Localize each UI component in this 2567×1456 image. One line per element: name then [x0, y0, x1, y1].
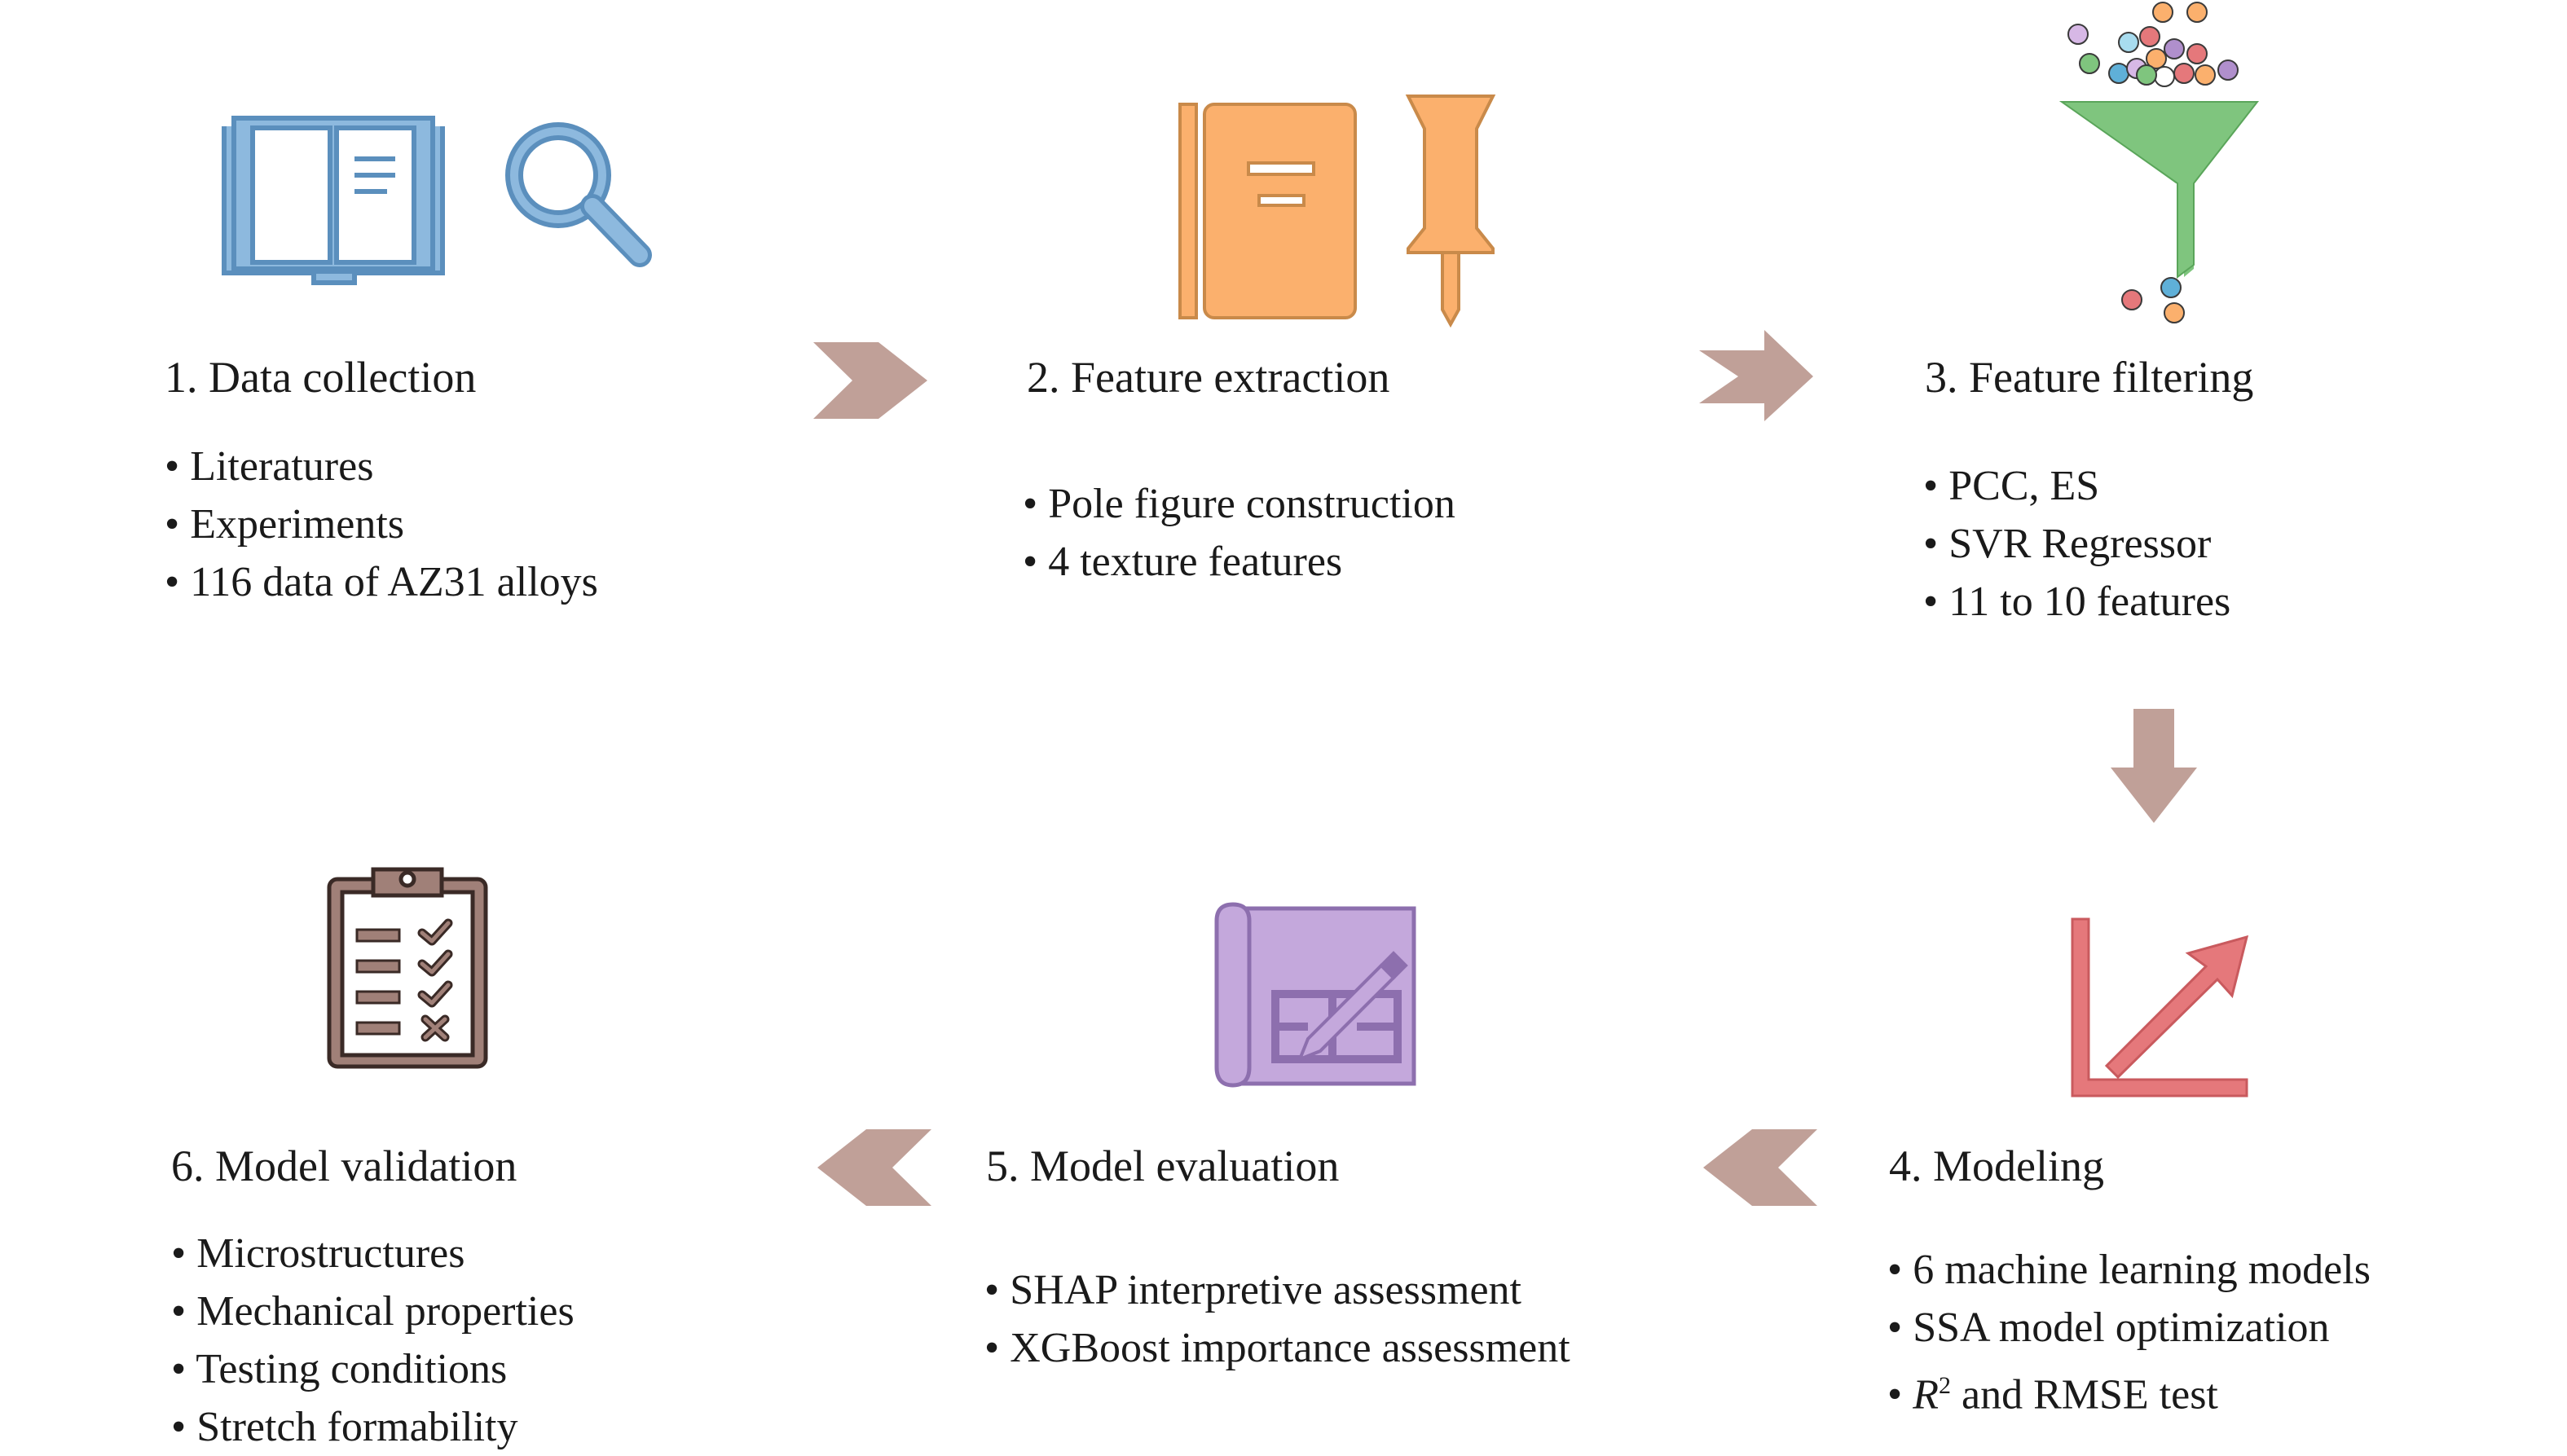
step-5-title: 5. Model evaluation — [986, 1141, 1340, 1190]
step-1-bullet: Experiments — [165, 495, 598, 553]
step-2-bullets: Pole figure construction 4 texture featu… — [1023, 475, 1455, 591]
blueprint-pencil-icon — [1214, 902, 1416, 1088]
step-2-bullet: Pole figure construction — [1023, 475, 1455, 533]
step-1-bullet: Literatures — [165, 438, 598, 495]
step-2-title: 2. Feature extraction — [1027, 353, 1390, 402]
step-5-bullet: XGBoost importance assessment — [984, 1319, 1570, 1377]
step-6-bullet: Testing conditions — [171, 1340, 575, 1398]
step-4-title: 4. Modeling — [1889, 1141, 2104, 1190]
step-6-bullet: Stretch formability — [171, 1398, 575, 1456]
step-6-bullet: Mechanical properties — [171, 1282, 574, 1340]
step-1-bullets: Literatures Experiments 116 data of AZ31… — [165, 438, 598, 611]
notebook-pushpin-icon — [1178, 95, 1496, 328]
step-5-bullet: SHAP interpretive assessment — [984, 1261, 1570, 1319]
step-6-title: 6. Model validation — [171, 1141, 517, 1190]
arrow-down-3-to-4 — [2111, 709, 2197, 823]
arrow-left-5-to-6 — [817, 1129, 931, 1206]
step-1-bullet: 116 data of AZ31 alloys — [165, 553, 598, 611]
r2-symbol: R — [1913, 1371, 1939, 1419]
step-6-bullet: Microstructures — [171, 1225, 575, 1282]
step-6-bullets: Microstructures Mechanical properties Te… — [171, 1225, 575, 1456]
trend-arrow-icon — [2071, 917, 2249, 1097]
step-3-title: 3. Feature filtering — [1925, 353, 2254, 402]
step-3-bullet: PCC, ES — [1923, 457, 2230, 515]
r2-superscript: 2 — [1938, 1372, 1951, 1399]
arrow-right-2-to-3 — [1699, 330, 1813, 421]
step-3-bullets: PCC, ES SVR Regressor 11 to 10 features — [1923, 457, 2230, 631]
arrow-right-1-to-2 — [813, 342, 927, 419]
clipboard-checklist-icon — [327, 867, 488, 1069]
funnel-icon — [2058, 2, 2260, 323]
r2-text: and RMSE test — [1950, 1371, 2218, 1419]
arrow-left-4-to-5 — [1703, 1129, 1817, 1206]
step-2-bullet: 4 texture features — [1023, 533, 1455, 591]
step-5-bullets: SHAP interpretive assessment XGBoost imp… — [984, 1261, 1570, 1377]
step-4-bullet: SSA model optimization — [1887, 1299, 2371, 1357]
step-4-bullet-r2: R2 and RMSE test — [1887, 1357, 2371, 1418]
book-magnifier-icon — [222, 116, 652, 285]
step-4-bullet: 6 machine learning models — [1887, 1241, 2371, 1299]
step-3-bullet: 11 to 10 features — [1923, 573, 2230, 631]
step-1-title: 1. Data collection — [165, 353, 477, 402]
step-3-bullet: SVR Regressor — [1923, 515, 2230, 573]
step-4-bullets: 6 machine learning models SSA model opti… — [1887, 1241, 2371, 1418]
